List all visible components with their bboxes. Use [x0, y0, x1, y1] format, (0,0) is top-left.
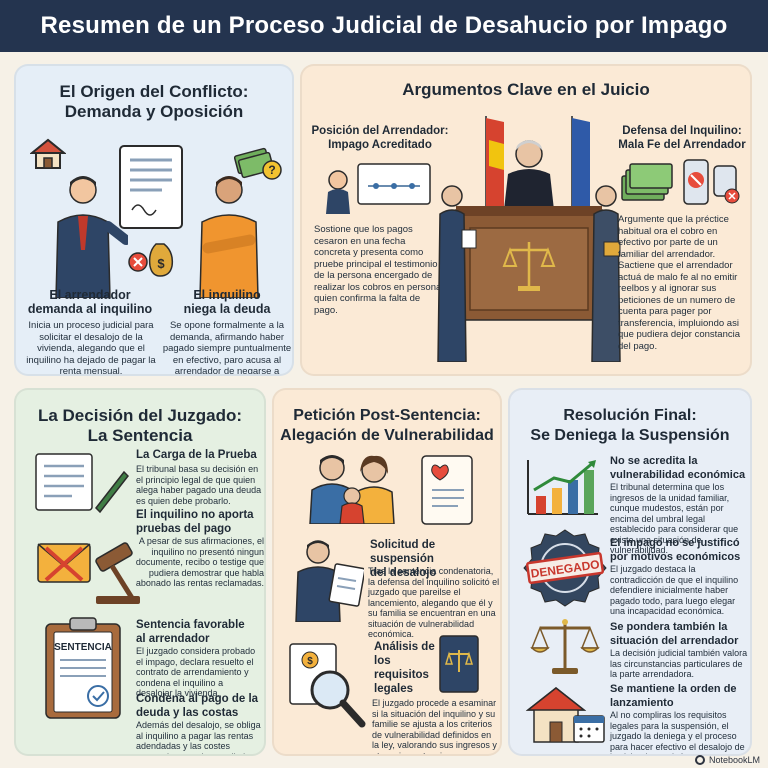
legal-requirements-heading: Análisis de los requisitos legales — [374, 641, 435, 695]
panel-final-resolution: Resolución Final: Se Deniega la Suspensi… — [508, 388, 752, 756]
panel-key-arguments: Argumentos Clave en el Juicio Posición d… — [300, 64, 752, 376]
denied-stamp-icon: DENEGADO — [523, 529, 607, 607]
notebook-icon — [694, 755, 705, 765]
cash-and-phone-icon — [621, 159, 740, 205]
landlord-heading: El arrendador demanda al inquilino — [27, 288, 153, 316]
panel-title: La Decisión del Juzgado: La Sentencia — [37, 406, 243, 445]
page-title: Resumen de un Proceso Judicial de Desahu… — [0, 0, 768, 52]
panel-title: Resolución Final: Se Deniega la Suspensi… — [530, 407, 730, 444]
not-economic-heading: El impago no se justificó por motivos ec… — [610, 537, 741, 563]
panel-origin-conflict: El Origen del Conflicto: Demanda y Oposi… — [14, 64, 294, 376]
not-vulnerable-text: El tribunal determina que los ingresos d… — [610, 482, 739, 555]
panel-title: Argumentos Clave en el Juicio — [402, 80, 650, 99]
growth-chart-icon — [527, 460, 598, 515]
cash-question-icon: ? — [234, 147, 282, 180]
house-icon — [30, 138, 66, 169]
eviction-order-text: Al no compliras los requisitos legales p… — [610, 710, 745, 754]
eviction-order-heading: Se mantiene la orden de lanzamiento — [610, 683, 737, 709]
favorable-ruling-heading: Sentencia favorable al arrendador — [136, 619, 245, 645]
panel-court-decision: La Decisión del Juzgado: La Sentencia La… — [14, 388, 266, 756]
magnifier-documents-icon: $ — [289, 643, 366, 728]
svg-text:?: ? — [268, 163, 275, 177]
law-book-icon — [439, 635, 479, 693]
not-economic-text: El juzgado destaca la contradicción de q… — [610, 564, 739, 616]
landlord-situation-heading: Se pondera también la situación del arre… — [610, 621, 739, 647]
presentation-chart-icon — [326, 163, 431, 214]
tenant-heading: El inquilino niega la deuda — [183, 288, 271, 316]
landlord-situation-text: La decisión judicial también valora las … — [610, 648, 748, 679]
document-heart-icon — [421, 455, 473, 525]
suspension-request-heading: Solicitud de suspensión del desalojo — [370, 539, 437, 579]
money-bag-icon: $ — [128, 243, 174, 277]
lawyer-document-icon — [295, 540, 364, 622]
tenant-defense-heading: Defensa del Inquilino: Mala Fe del Arren… — [618, 125, 746, 151]
panel-post-sentence: Petición Post-Sentencia: Alegación de Vu… — [272, 388, 502, 756]
tenant-figure — [199, 176, 259, 298]
envelope-gavel-icon — [37, 542, 140, 604]
document-pen-icon — [35, 453, 129, 514]
panel-title: Petición Post-Sentencia: Alegación de Vu… — [280, 407, 494, 444]
tenant-text: Se opone formalmente a la demanda, afirm… — [162, 320, 292, 376]
panel-title: El Origen del Conflicto: Demanda y Oposi… — [59, 82, 249, 121]
landlord-figure — [55, 176, 128, 298]
justice-scale-icon — [530, 619, 600, 674]
house-calendar-icon — [525, 687, 605, 743]
debt-costs-text: Además del desalojo, se obliga al inquil… — [136, 720, 263, 754]
courtroom-scene — [437, 116, 621, 362]
svg-text:$: $ — [307, 656, 313, 667]
debt-costs-heading: Condena al pago de la deuda y las costas — [136, 693, 259, 719]
svg-text:$: $ — [157, 256, 165, 271]
favorable-ruling-text: El juzgado considera probado el impago, … — [136, 646, 256, 698]
burden-of-proof-text: El tribunal basa su decisión en el princ… — [136, 464, 262, 506]
tenant-defense-text: Argumente que la préctice habitual ora e… — [618, 214, 741, 352]
contract-document-icon — [119, 145, 183, 229]
burden-of-proof-heading: La Carga de la Prueba — [136, 449, 257, 461]
landlord-position-heading: Posición del Arrendador: Impago Acredita… — [311, 125, 449, 151]
family-icon — [309, 455, 395, 524]
landlord-text: Inicia un proceso judicial para solicita… — [26, 320, 156, 376]
no-proof-heading: El inquilino no aporta pruebas del pago — [136, 509, 254, 535]
no-proof-text: A pesar de sus afirmaciones, el inquilin… — [135, 536, 264, 588]
landlord-position-text: Sostione que los pagos cesaron en una fe… — [314, 224, 444, 316]
not-vulnerable-heading: No se acredita la vulnerabilidad económi… — [610, 455, 746, 481]
sentencia-label: SENTENCIA — [54, 642, 112, 653]
suspension-request-text: Tras la sentencia condenatoria, la defen… — [368, 566, 500, 639]
legal-requirements-text: El juzgado procede a esaminar si la situ… — [372, 698, 497, 756]
attribution: NotebookLM — [694, 755, 760, 765]
sentencia-clipboard-icon: SENTENCIA — [45, 617, 121, 719]
